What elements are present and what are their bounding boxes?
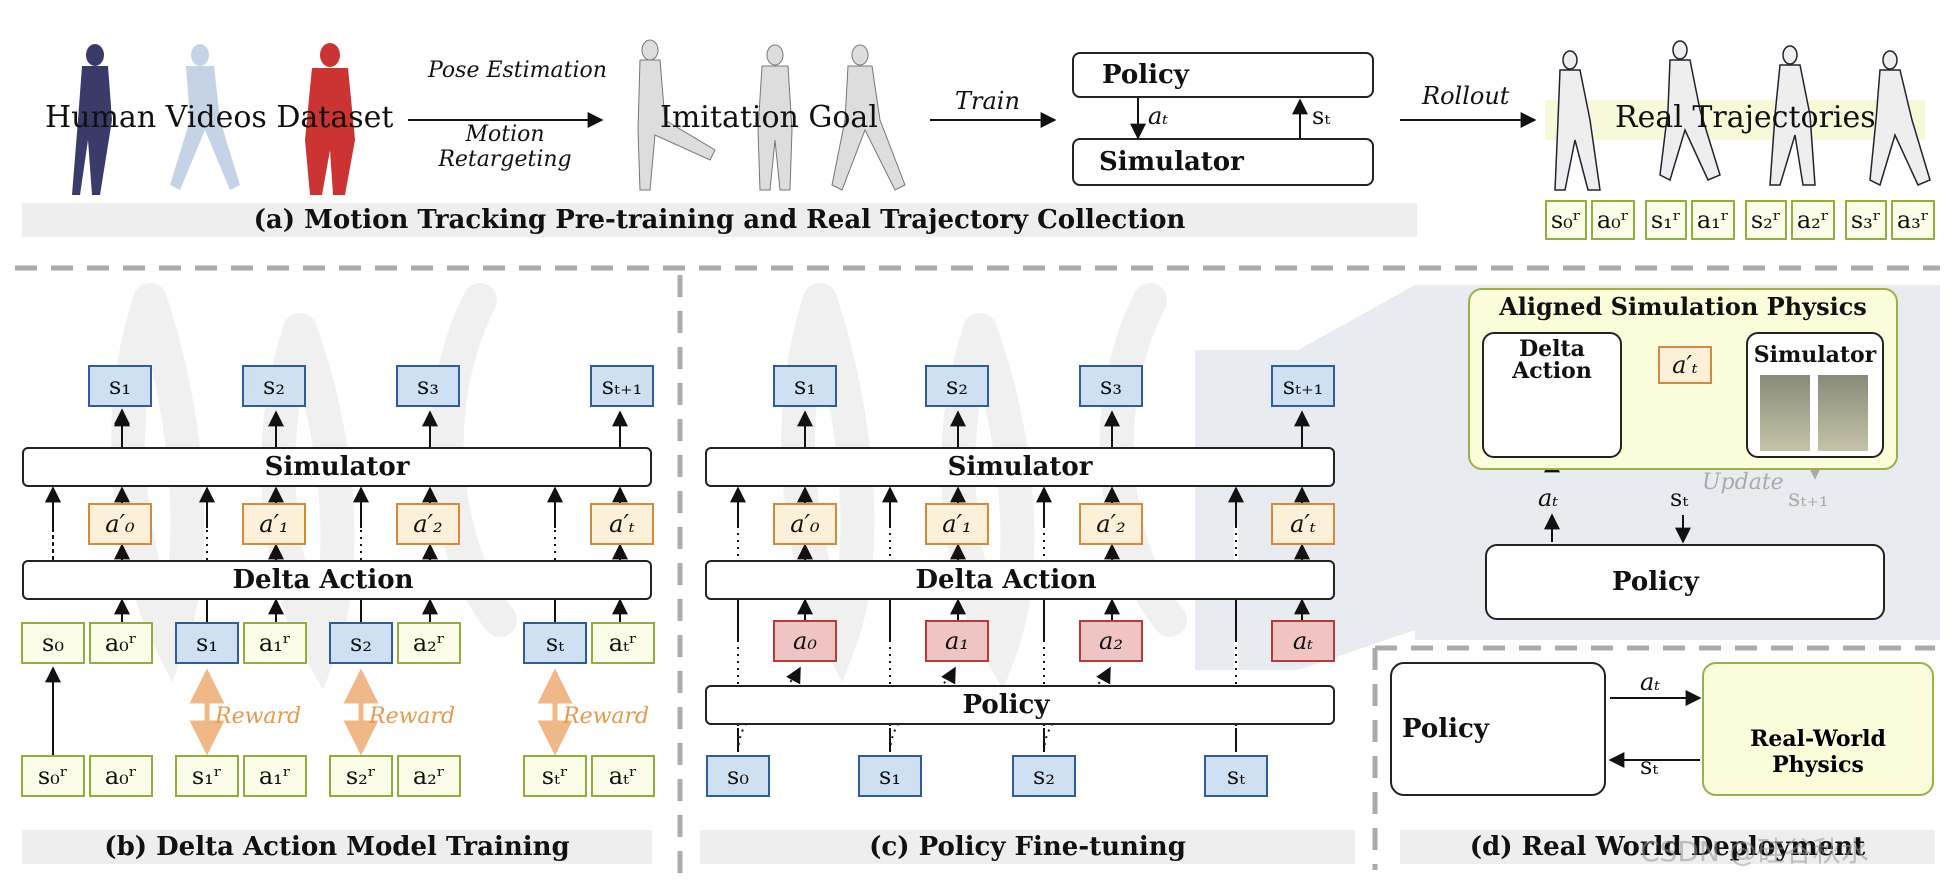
pose-estimation-label: Pose Estimation bbox=[428, 58, 607, 83]
aligned-physics-title: Aligned Simulation Physics bbox=[1499, 292, 1867, 321]
state-label-top: sₜ bbox=[1312, 102, 1331, 130]
sim-robot-frame-1 bbox=[1760, 375, 1810, 451]
panel-b-real-state: s₂ʳ bbox=[329, 755, 393, 797]
panel-b-delta-output: a′ₜ bbox=[590, 503, 654, 545]
panel-b-sim-state: s₂ bbox=[329, 622, 393, 664]
caption-b: (b) Delta Action Model Training bbox=[22, 830, 652, 864]
panel-c-delta-output: a′₂ bbox=[1079, 503, 1143, 545]
trajectory-state: s₃ʳ bbox=[1845, 200, 1887, 240]
caption-c: (c) Policy Fine-tuning bbox=[700, 830, 1355, 864]
panel-b-output-state: s₂ bbox=[242, 365, 306, 407]
panel-b-real-action: a₀ʳ bbox=[89, 622, 153, 664]
trajectory-action: a₀ʳ bbox=[1591, 200, 1635, 240]
inset-state-label: sₜ bbox=[1670, 484, 1689, 512]
panel-c-delta-output: a′₀ bbox=[773, 503, 837, 545]
motion-retargeting-label: Motion Retargeting bbox=[438, 122, 572, 172]
caption-a: (a) Motion Tracking Pre-training and Rea… bbox=[22, 203, 1417, 237]
d-state-label: sₜ bbox=[1640, 752, 1659, 780]
panel-c-output-state: s₁ bbox=[773, 365, 837, 407]
panel-b-delta-action-box: Delta Action bbox=[22, 560, 652, 600]
caption-d: (d) Real World Deployment bbox=[1400, 830, 1935, 864]
rollout-label: Rollout bbox=[1422, 82, 1510, 110]
panel-c-delta-output: a′ₜ bbox=[1271, 503, 1335, 545]
panel-c-input-state: s₁ bbox=[858, 755, 922, 797]
panel-b-real-action: a₂ʳ bbox=[397, 622, 461, 664]
panel-c-policy-action: a₁ bbox=[925, 620, 989, 662]
simulator-label-top: Simulator bbox=[1099, 147, 1244, 177]
panel-b-real-action-bottom: a₂ʳ bbox=[397, 755, 461, 797]
panel-c-delta-output: a′₁ bbox=[925, 503, 989, 545]
panel-b-real-action-bottom: a₀ʳ bbox=[89, 755, 153, 797]
reward-label: Reward bbox=[563, 704, 650, 729]
panel-c-input-state: s₂ bbox=[1012, 755, 1076, 797]
inset-action-label: aₜ bbox=[1538, 484, 1559, 512]
panel-c-output-state: s₂ bbox=[925, 365, 989, 407]
train-label: Train bbox=[955, 87, 1020, 115]
trajectory-state: s₀ʳ bbox=[1545, 200, 1587, 240]
d-action-label: aₜ bbox=[1640, 668, 1661, 696]
panel-b-output-state: s₁ bbox=[88, 365, 152, 407]
real-world-physics-box: Real-World Physics bbox=[1702, 662, 1934, 796]
d-policy-box: Policy bbox=[1390, 662, 1606, 796]
human-figures bbox=[72, 43, 355, 195]
panel-b-real-action-bottom: aₜʳ bbox=[591, 755, 655, 797]
panel-c-policy-action: a₂ bbox=[1079, 620, 1143, 662]
panel-b-delta-output: a′₁ bbox=[242, 503, 306, 545]
panel-b-delta-output: a′₀ bbox=[88, 503, 152, 545]
real-trajectories-highlight bbox=[1545, 100, 1925, 140]
watermark: CSDN @硅谷秋水 bbox=[1640, 835, 1869, 868]
panel-c-input-state: sₜ bbox=[1204, 755, 1268, 797]
robot-figures bbox=[637, 39, 906, 191]
panel-b-delta-output: a′₂ bbox=[396, 503, 460, 545]
panel-c-policy-box: Policy bbox=[705, 685, 1335, 725]
sim-robot-frame-2 bbox=[1818, 375, 1868, 451]
panel-b-real-state: sₜʳ bbox=[523, 755, 587, 797]
panel-b-real-action-bottom: a₁ʳ bbox=[243, 755, 307, 797]
panel-c-output-state: sₜ₊₁ bbox=[1271, 365, 1335, 407]
inset-policy-box: Policy bbox=[1485, 544, 1885, 620]
policy-label-top: Policy bbox=[1102, 60, 1189, 90]
panel-c-simulator-box: Simulator bbox=[705, 447, 1335, 487]
reward-label: Reward bbox=[215, 704, 302, 729]
panel-c-delta-action-box: Delta Action bbox=[705, 560, 1335, 600]
policy-box-top: Policy bbox=[1072, 52, 1374, 98]
panel-c-output-state: s₃ bbox=[1079, 365, 1143, 407]
inset-update-label: Update bbox=[1702, 470, 1784, 495]
action-label-top: aₜ bbox=[1148, 102, 1169, 130]
imitation-goal-label: Imitation Goal bbox=[660, 100, 878, 135]
trajectory-state: s₂ʳ bbox=[1745, 200, 1787, 240]
inset-delta-action-box: Delta Action bbox=[1482, 332, 1622, 458]
trajectory-state: s₁ʳ bbox=[1645, 200, 1687, 240]
panel-b-simulator-box: Simulator bbox=[22, 447, 652, 487]
inset-next-state-label: sₜ₊₁ bbox=[1788, 484, 1829, 512]
panel-b-output-state: s₃ bbox=[396, 365, 460, 407]
trajectory-action: a₃ʳ bbox=[1891, 200, 1935, 240]
panel-b-real-state: s₁ʳ bbox=[175, 755, 239, 797]
panel-c-input-state: s₀ bbox=[706, 755, 770, 797]
human-videos-label: Human Videos Dataset bbox=[45, 100, 394, 135]
real-trajectories-label: Real Trajectories bbox=[1615, 100, 1876, 135]
simulator-box-top: Simulator bbox=[1072, 138, 1374, 186]
panel-b-real-action: a₁ʳ bbox=[243, 622, 307, 664]
panel-b-real-action: aₜʳ bbox=[591, 622, 655, 664]
panel-b-sim-state: sₜ bbox=[523, 622, 587, 664]
panel-b-output-state: sₜ₊₁ bbox=[590, 365, 654, 407]
real-robot-figures bbox=[1554, 40, 1931, 191]
trajectory-action: a₁ʳ bbox=[1691, 200, 1735, 240]
panel-c-policy-action: a₀ bbox=[773, 620, 837, 662]
panel-c-policy-action: aₜ bbox=[1271, 620, 1335, 662]
reward-label: Reward bbox=[369, 704, 456, 729]
panel-b-sim-state: s₁ bbox=[175, 622, 239, 664]
panel-b-sim-state: s₀ bbox=[21, 622, 85, 664]
panel-b-real-state: s₀ʳ bbox=[21, 755, 85, 797]
inset-delta-output: a′ₜ bbox=[1658, 346, 1712, 384]
trajectory-action: a₂ʳ bbox=[1791, 200, 1835, 240]
